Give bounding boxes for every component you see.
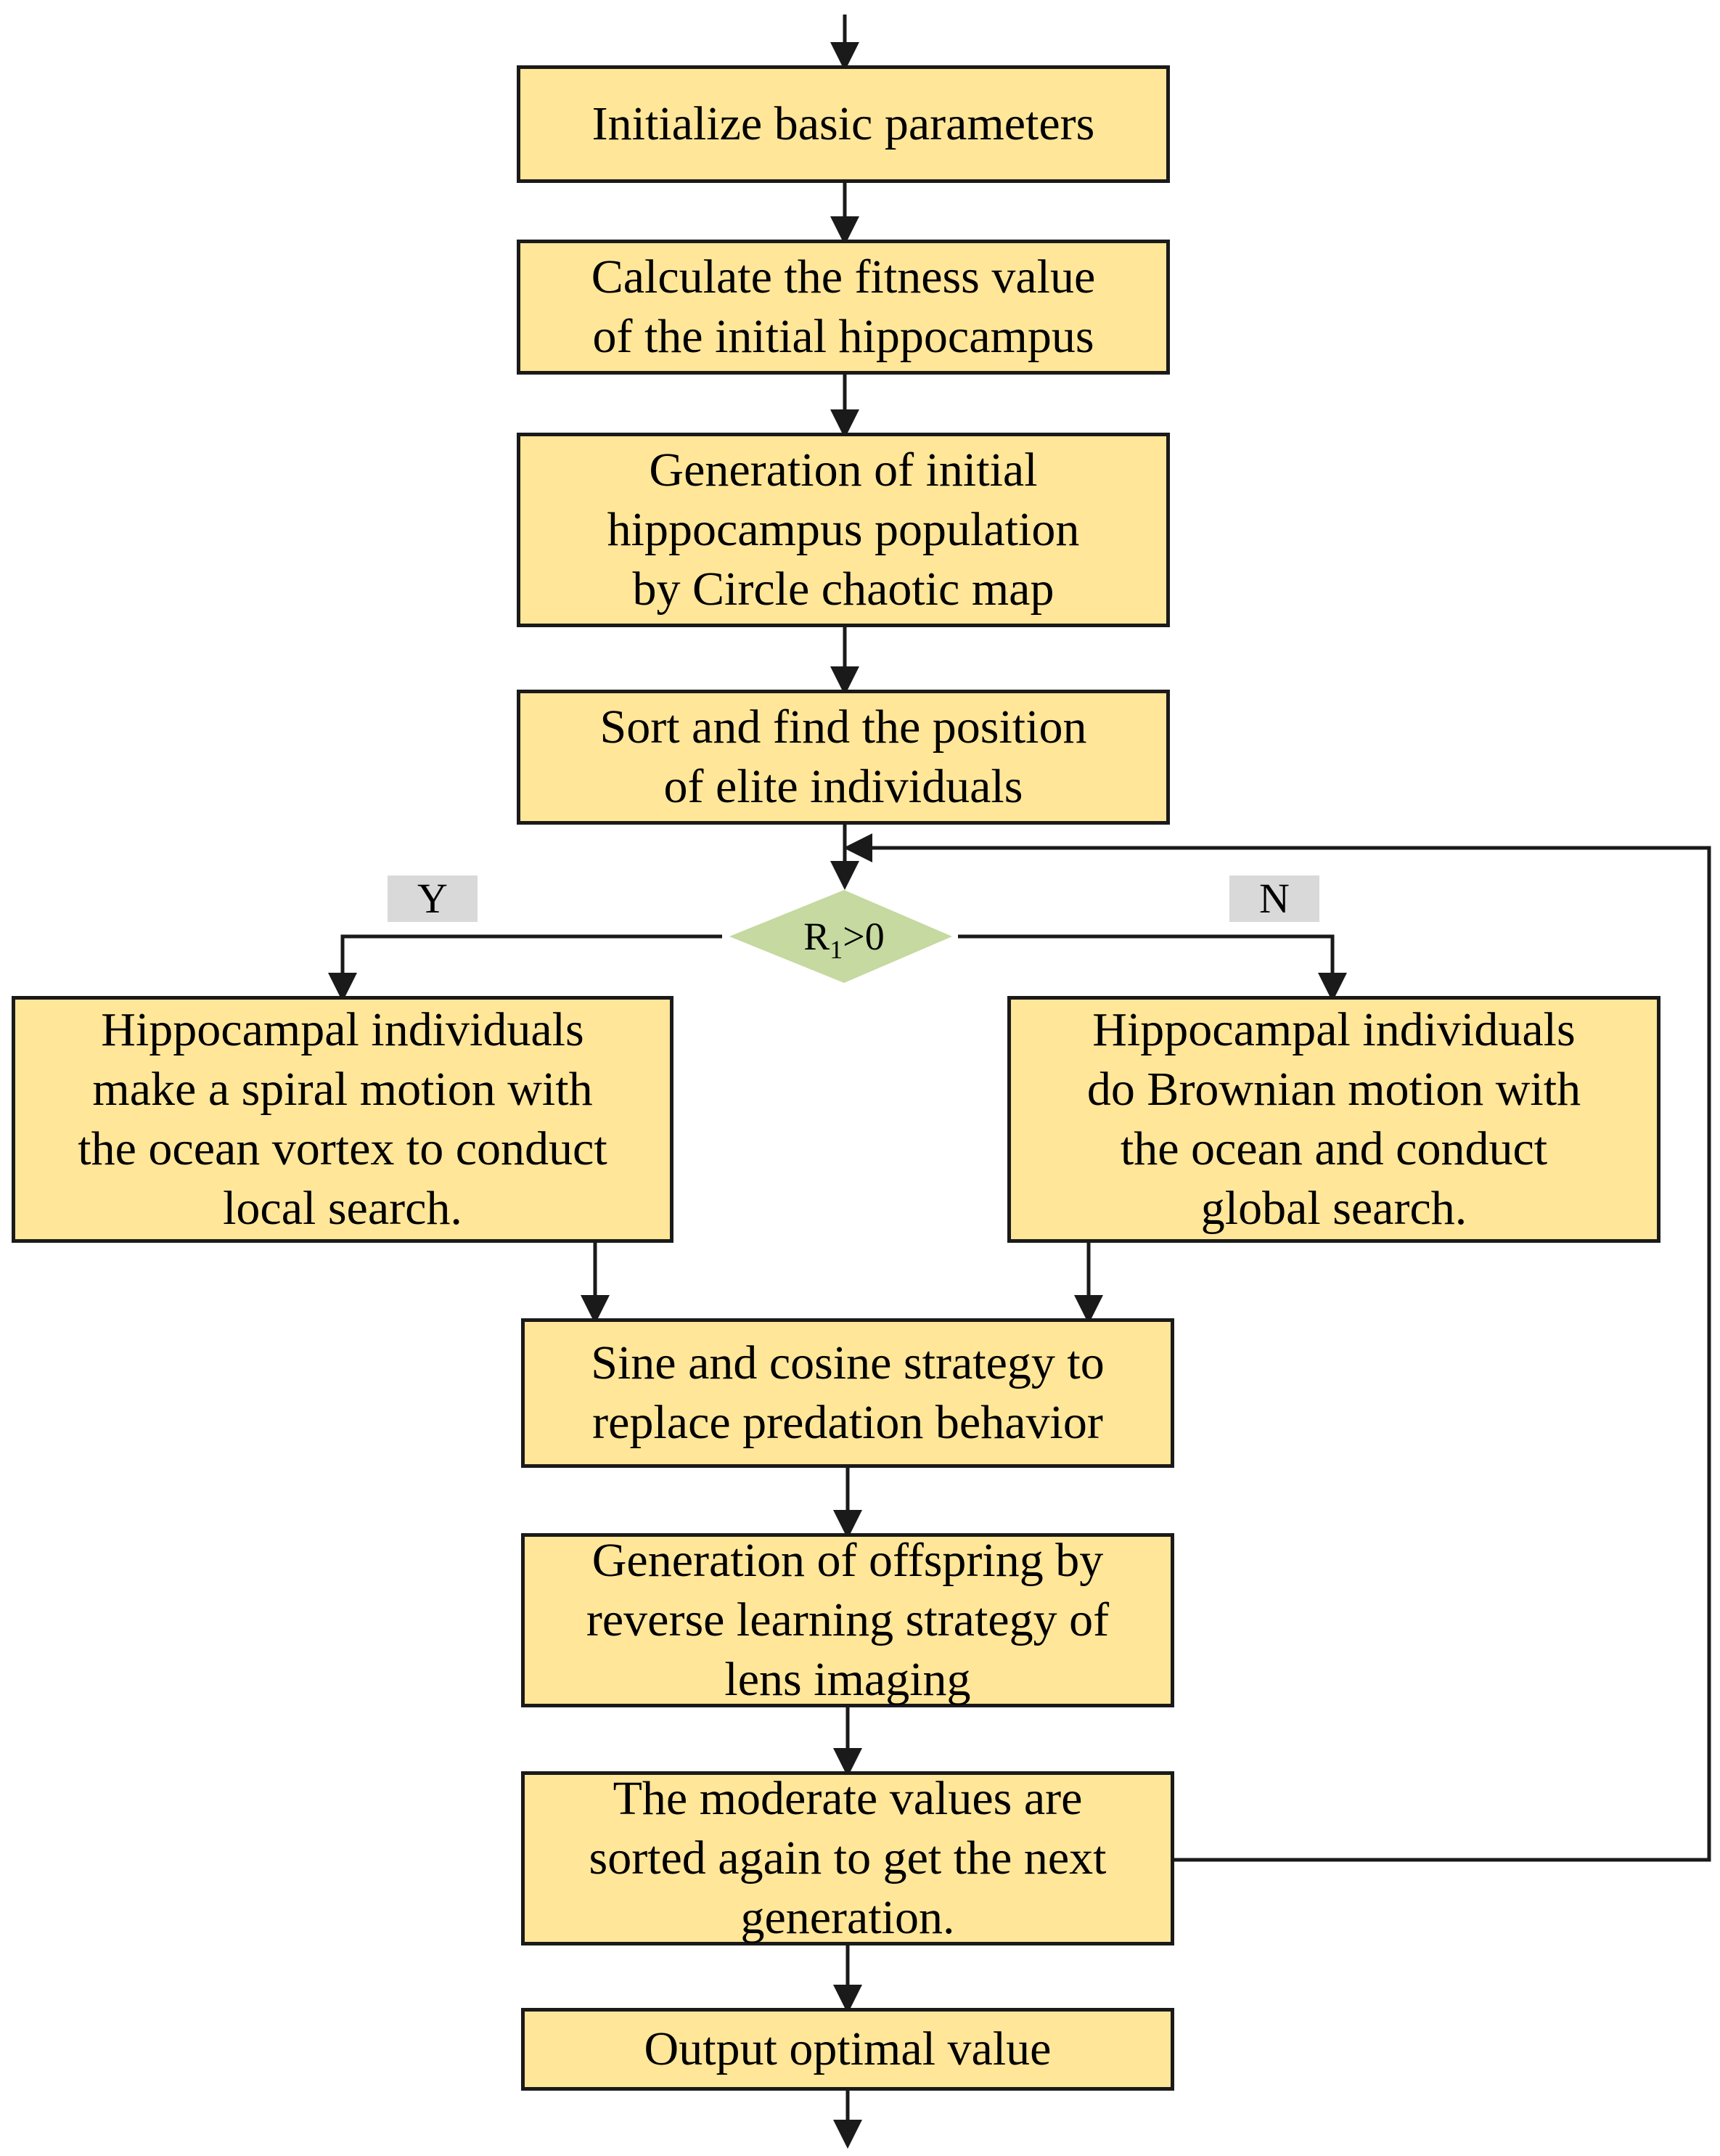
step-calculate-fitness-text: Calculate the fitness value of the initi… (591, 250, 1096, 363)
decision-label: R1>0 (803, 915, 885, 964)
step-initial-population: Generation of initial hippocampus popula… (517, 433, 1170, 627)
yes-tag: Y (388, 875, 478, 922)
step-sort-elite-text: Sort and find the position of elite indi… (599, 701, 1087, 813)
step-offspring-lens-imaging: Generation of offspring by reverse learn… (521, 1533, 1174, 1707)
step-spiral-local-search: Hippocampal individuals make a spiral mo… (12, 996, 673, 1243)
step-resort-next-generation-text: The moderate values are sorted again to … (589, 1772, 1107, 1944)
step-brownian-global-search: Hippocampal individuals do Brownian moti… (1007, 996, 1660, 1243)
step-output-optimal-text: Output optimal value (644, 2022, 1052, 2075)
step-sine-cosine: Sine and cosine strategy to replace pred… (521, 1318, 1174, 1468)
step-initial-population-text: Generation of initial hippocampus popula… (607, 444, 1080, 616)
step-calculate-fitness: Calculate the fitness value of the initi… (517, 240, 1170, 375)
step-initialize-parameters-text: Initialize basic parameters (591, 97, 1095, 150)
step-output-optimal: Output optimal value (521, 2008, 1174, 2091)
step-spiral-local-search-text: Hippocampal individuals make a spiral mo… (78, 1003, 607, 1235)
step-offspring-lens-imaging-text: Generation of offspring by reverse learn… (586, 1534, 1110, 1706)
no-tag: N (1229, 875, 1319, 922)
decision-diamond (729, 890, 952, 983)
arrow-decision-no (958, 934, 1347, 1002)
step-resort-next-generation: The moderate values are sorted again to … (521, 1771, 1174, 1945)
step-sort-elite: Sort and find the position of elite indi… (517, 690, 1170, 825)
step-initialize-parameters: Initialize basic parameters (517, 65, 1170, 183)
loop-back-line (843, 833, 1711, 1862)
step-brownian-global-search-text: Hippocampal individuals do Brownian moti… (1086, 1003, 1581, 1235)
step-sine-cosine-text: Sine and cosine strategy to replace pred… (591, 1336, 1105, 1449)
arrow-decision-yes (328, 934, 722, 1002)
